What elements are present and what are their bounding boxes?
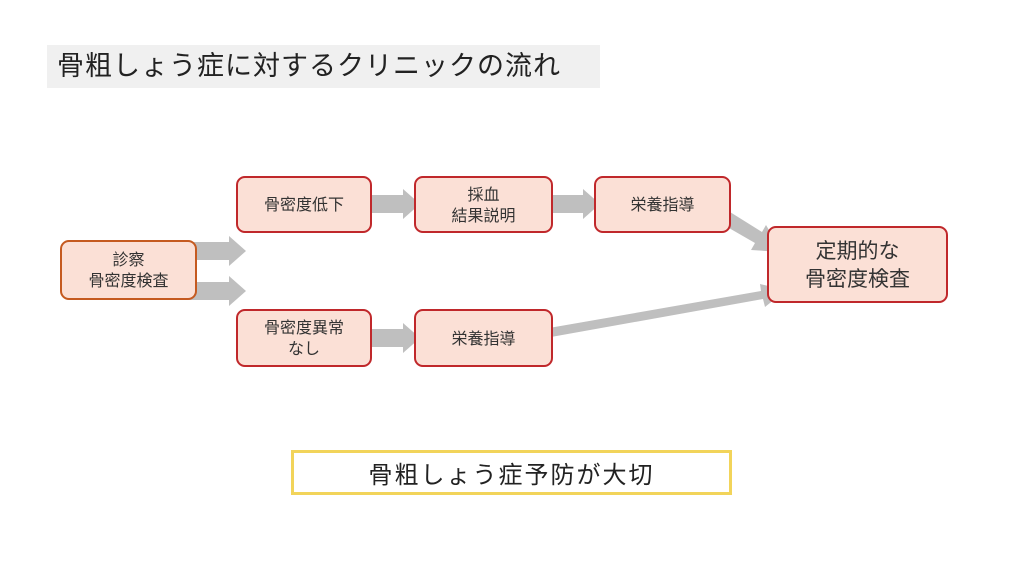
node-blood-test: 採血 結果説明 (414, 176, 553, 233)
node-normal-density-line-1: 骨密度異常 (263, 318, 344, 337)
node-normal-density: 骨密度異常 なし (236, 309, 372, 367)
node-nutrition-bottom-label: 栄養指導 (451, 328, 516, 348)
arrow-low-density-to-blood-test (371, 189, 420, 219)
arrow-start-to-normal-density (188, 276, 246, 306)
node-normal-density-line-2: なし (287, 339, 320, 358)
page-title: 骨粗しょう症に対するクリニックの流れ (47, 45, 600, 88)
arrow-normal-density-to-nutrition-bottom (371, 323, 420, 353)
arrow-nutrition-bottom-to-regular-check (549, 284, 786, 337)
node-nutrition-top: 栄養指導 (594, 176, 731, 233)
node-nutrition-top-label: 栄養指導 (630, 195, 695, 214)
motto-text: 骨粗しょう症予防が大切 (368, 461, 655, 489)
node-low-density: 骨密度低下 (236, 176, 372, 233)
node-nutrition-bottom: 栄養指導 (414, 309, 553, 367)
node-regular-check: 定期的な 骨密度検査 (767, 226, 948, 303)
node-start-line-2: 骨密度検査 (88, 271, 169, 290)
node-blood-test-line-1: 採血 (467, 184, 500, 204)
node-start: 診察 骨密度検査 (60, 240, 197, 300)
arrow-blood-test-to-nutrition-top (552, 189, 600, 219)
motto-box: 骨粗しょう症予防が大切 (291, 450, 732, 495)
arrow-start-to-low-density (188, 236, 246, 266)
node-regular-check-line-2: 骨密度検査 (805, 266, 910, 291)
node-regular-check-line-1: 定期的な (815, 238, 900, 263)
node-start-line-1: 診察 (112, 250, 145, 269)
node-blood-test-line-2: 結果説明 (451, 205, 516, 225)
node-low-density-label: 骨密度低下 (263, 195, 344, 214)
